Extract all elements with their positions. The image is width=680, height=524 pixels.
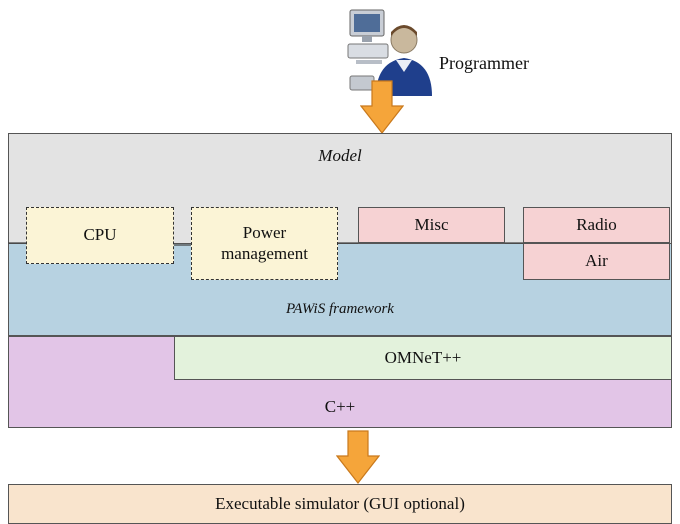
omnet-label: OMNeT++ (384, 347, 462, 367)
power-management-module: Power management (191, 207, 338, 280)
radio-module: Radio (523, 207, 670, 243)
pawis-label: PAWiS framework (286, 301, 394, 317)
executable-simulator-box: Executable simulator (GUI optional) (8, 484, 672, 524)
model-label: Model (318, 146, 362, 165)
down-arrow-top (359, 80, 405, 134)
omnet-layer (174, 336, 672, 380)
down-arrow-bottom (335, 430, 381, 484)
actor-label: Programmer (439, 53, 529, 73)
air-module: Air (523, 243, 670, 280)
cpu-module: CPU (26, 207, 174, 264)
misc-module: Misc (358, 207, 505, 243)
cpp-label: C++ (324, 396, 356, 416)
